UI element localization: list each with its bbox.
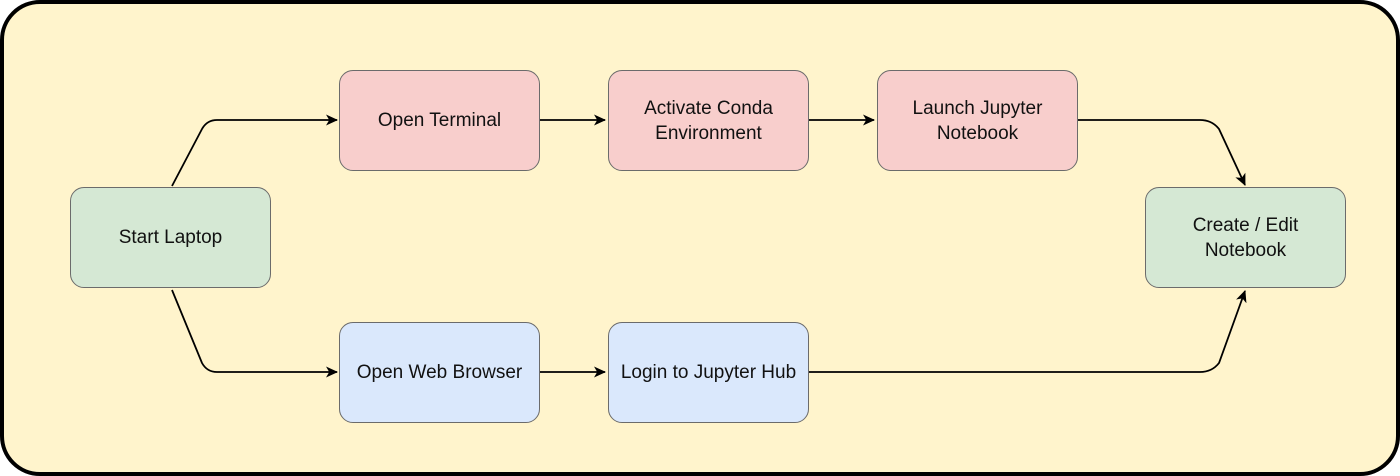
node-login-jupyter-hub-label: Login to Jupyter Hub [620, 362, 797, 383]
node-open-web-browser-label: Open Web Browser [356, 362, 523, 383]
node-open-terminal-label: Open Terminal [377, 110, 502, 131]
node-create-edit-notebook[interactable]: Create / Edit Notebook [1145, 187, 1346, 288]
node-start-laptop-label: Start Laptop [118, 227, 223, 248]
node-launch-jupyter[interactable]: Launch Jupyter Notebook [877, 70, 1078, 171]
node-activate-conda-label: Activate Conda Environment [644, 97, 773, 144]
edge-start-to-terminal [171, 114, 338, 187]
node-activate-conda[interactable]: Activate Conda Environment [608, 70, 809, 171]
edge-start-to-browser [171, 289, 338, 378]
edge-jupyter-to-notebook [1078, 119, 1246, 186]
node-launch-jupyter-label: Launch Jupyter Notebook [912, 97, 1043, 144]
node-start-laptop[interactable]: Start Laptop [70, 187, 271, 288]
node-create-edit-notebook-label: Create / Edit Notebook [1192, 214, 1299, 261]
node-login-jupyter-hub[interactable]: Login to Jupyter Hub [608, 322, 809, 423]
edge-hub-to-notebook [809, 290, 1247, 373]
node-open-terminal[interactable]: Open Terminal [339, 70, 540, 171]
node-open-web-browser[interactable]: Open Web Browser [339, 322, 540, 423]
